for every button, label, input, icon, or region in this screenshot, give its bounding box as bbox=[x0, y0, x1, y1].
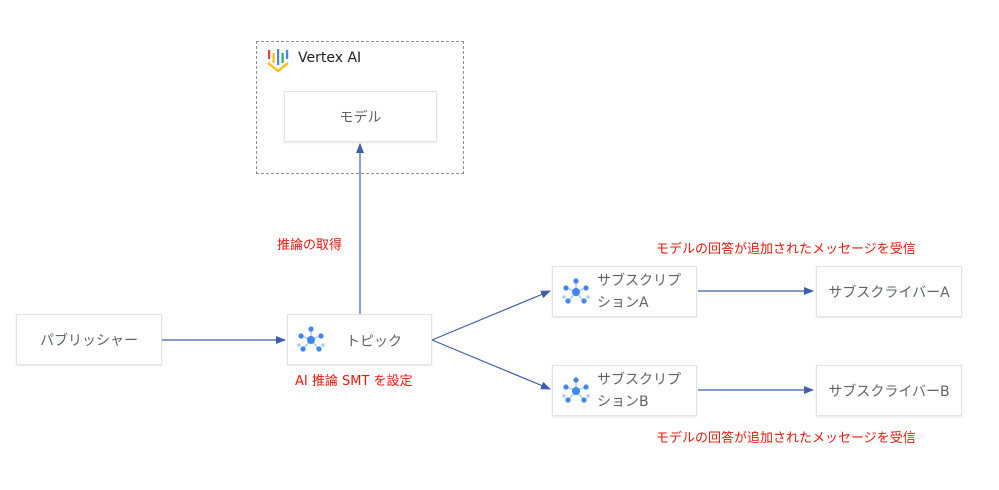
arrow-topic-to-subscription-b bbox=[431, 339, 551, 390]
publisher-label: パブリッシャー bbox=[40, 332, 138, 349]
pubsub-icon bbox=[562, 278, 590, 304]
pubsub-icon bbox=[562, 377, 590, 403]
subscription-b-node[interactable]: サブスクリプ ションB bbox=[552, 365, 697, 416]
subscription-a-label-line1: サブスクリプ bbox=[597, 273, 681, 289]
arrow-topic-to-subscription-a bbox=[431, 290, 551, 341]
subscription-a-label-line2: ションA bbox=[597, 295, 649, 311]
vertex-ai-title: Vertex AI bbox=[298, 50, 362, 66]
vertex-ai-group bbox=[256, 41, 464, 174]
smt-annotation: AI 推論 SMT を設定 bbox=[295, 374, 413, 389]
vertex-ai-logo-icon bbox=[267, 49, 289, 73]
pubsub-icon bbox=[297, 326, 325, 352]
response-annotation-b: モデルの回答が追加されたメッセージを受信 bbox=[656, 431, 916, 446]
subscription-b-label-line2: ションB bbox=[597, 394, 649, 410]
subscriber-b-node[interactable]: サブスクライバーB bbox=[816, 365, 962, 416]
model-node[interactable]: モデル bbox=[284, 91, 437, 142]
publisher-node[interactable]: パブリッシャー bbox=[16, 314, 162, 365]
topic-label: トピック bbox=[346, 334, 402, 350]
response-annotation-a: モデルの回答が追加されたメッセージを受信 bbox=[656, 242, 916, 257]
subscriber-b-label: サブスクライバーB bbox=[828, 383, 950, 400]
model-label: モデル bbox=[339, 109, 382, 126]
subscription-b-label-line1: サブスクリプ bbox=[597, 372, 681, 388]
subscriber-a-label: サブスクライバーA bbox=[828, 284, 950, 301]
topic-node[interactable]: トピック bbox=[287, 314, 432, 365]
inference-annotation: 推論の取得 bbox=[277, 238, 343, 253]
subscription-a-node[interactable]: サブスクリプ ションA bbox=[552, 266, 697, 317]
subscriber-a-node[interactable]: サブスクライバーA bbox=[816, 266, 962, 317]
